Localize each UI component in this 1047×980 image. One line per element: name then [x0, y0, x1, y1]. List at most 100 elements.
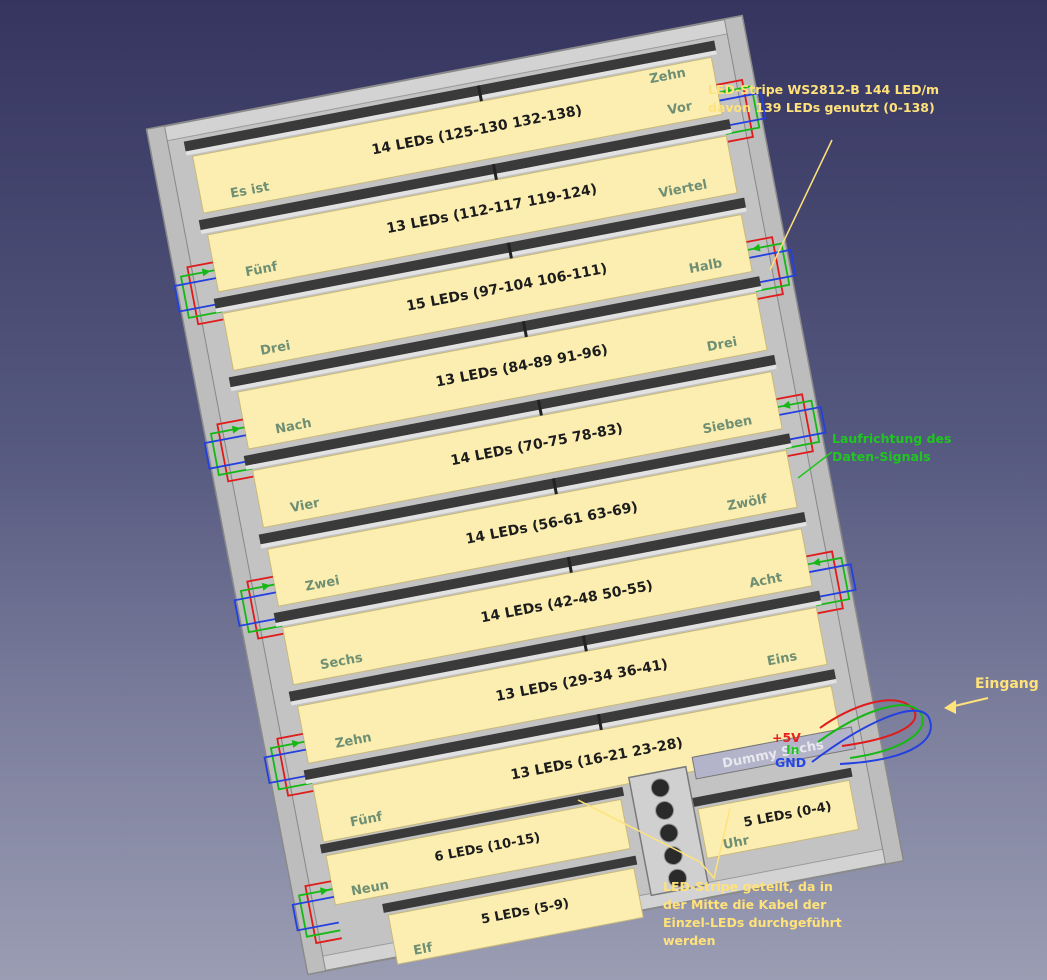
word-left-label: Nach [274, 416, 313, 438]
word-label: Elf [412, 940, 434, 958]
wire-green-4 [777, 399, 821, 450]
strip-split-1 [491, 163, 498, 181]
wire-green-7 [269, 740, 313, 791]
led-strip-2 [222, 213, 753, 372]
direction-arrow-0 [721, 86, 731, 95]
wire-red-0 [716, 78, 754, 143]
channel-wall [198, 119, 732, 231]
channel-lip [185, 50, 717, 156]
pin-in-label: In [786, 742, 800, 757]
wire-blue-7 [263, 748, 311, 785]
word-right-label: Eins [766, 649, 799, 669]
led-strip-3 [237, 292, 768, 450]
wire-green-3 [209, 426, 253, 477]
strip-row-8: 13 LEDs (16-21 23-28)Fünf [303, 669, 843, 843]
word-label: Uhr [722, 833, 751, 853]
leader-top [769, 139, 833, 271]
wire-green-short [297, 888, 341, 938]
wire-blue-3 [203, 434, 251, 470]
channel-wall [273, 511, 807, 624]
led-strip-5 [267, 449, 798, 607]
direction-arrow-6 [811, 558, 821, 566]
channel-lip [215, 207, 747, 313]
strip-split-8 [596, 713, 603, 731]
short-strip-1: 5 LEDs (5-9)Elf [382, 855, 644, 965]
channel-lip [275, 521, 807, 627]
short-strip-2: 5 LEDs (0-4)Uhr [691, 767, 860, 859]
strip-split-7 [581, 635, 588, 652]
wire-blue-2 [749, 248, 797, 285]
word-right-label: Acht [748, 570, 783, 591]
direction-arrow-5 [261, 582, 271, 591]
channel-wall [319, 786, 625, 854]
wire-blue-0 [719, 91, 767, 127]
wire-red-7 [276, 732, 314, 797]
word-right-label: Vor [666, 99, 694, 118]
eingang-arrow [944, 700, 956, 714]
direction-arrow-4 [781, 400, 791, 409]
wire-green-6 [807, 556, 851, 607]
direction-arrow-short [319, 887, 329, 896]
word-right-label: Halb [688, 256, 724, 277]
hole-2 [655, 800, 675, 820]
led-strip-short-2 [697, 779, 860, 859]
input-cables [811, 699, 932, 765]
wire-red-2 [746, 236, 784, 300]
pin-gnd-label: GND [775, 755, 807, 770]
led-strip-7 [296, 606, 828, 764]
word-left-label: Zwei [304, 573, 341, 594]
led-strip-4 [252, 371, 783, 529]
channel-wall [258, 433, 792, 545]
note-eingang: Eingang [975, 676, 1039, 692]
led-strip-8 [311, 685, 843, 843]
wire-red-5 [246, 575, 284, 640]
hole-3 [659, 823, 679, 843]
word-right-label: Drei [706, 335, 739, 355]
hole-1 [650, 778, 670, 798]
direction-arrow-3 [231, 425, 241, 434]
wire-blue-1 [173, 277, 221, 313]
word-left-label: Fünf [349, 810, 384, 831]
wire-green-0 [717, 85, 761, 135]
wire-blue-6 [809, 563, 857, 599]
channel-wall [382, 855, 638, 913]
wire-red-6 [806, 550, 844, 615]
direction-arrow-2 [751, 243, 761, 252]
led-strip-1 [207, 135, 738, 293]
strip-split-0 [476, 85, 483, 102]
note-data-direction: Laufrichtung des Daten-Signals [832, 431, 952, 464]
channel-lip [245, 364, 777, 470]
channel-wall [183, 40, 717, 152]
strip-split-2 [506, 242, 513, 259]
wire-blue-4 [779, 405, 827, 442]
word-left-label: Es ist [229, 180, 271, 202]
wire-red-3 [216, 418, 254, 483]
wire-red-short [304, 880, 342, 945]
channel-wall [213, 197, 747, 309]
direction-arrow-7 [291, 740, 301, 748]
channel-wall [243, 354, 777, 466]
word-left-label: Zehn [334, 730, 373, 752]
channel-wall [303, 669, 836, 781]
led-strip-0 [192, 56, 723, 214]
channel-lip [230, 286, 762, 392]
wire-red-4 [776, 393, 814, 458]
channel-wall [691, 767, 853, 807]
led-strip-short-1 [387, 867, 644, 965]
wire-green-2 [747, 242, 791, 293]
short-strip-0: 6 LEDs (10-15)Neun [319, 786, 631, 906]
strip-split-6 [566, 556, 573, 573]
word-label: Neun [350, 878, 390, 900]
channel-lip [305, 678, 837, 785]
leader-bottom [577, 799, 731, 880]
led-board: 14 LEDs (125-130 132-138)Es istVorZehn13… [145, 14, 905, 976]
leader-data [797, 451, 833, 479]
channel-wall [228, 276, 762, 388]
